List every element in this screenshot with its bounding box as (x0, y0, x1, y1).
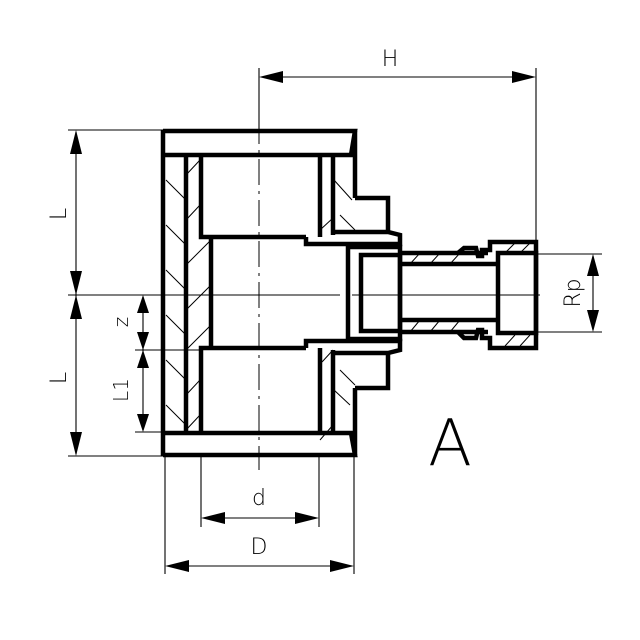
label-L1: L1 (109, 378, 133, 402)
dimension-H: H (258, 47, 537, 242)
label-d: d (252, 486, 266, 511)
label-H: H (382, 47, 399, 72)
label-L-upper: L (47, 208, 72, 220)
branch-adapter (345, 239, 539, 351)
dimension-z-L1: z L1 (109, 295, 200, 433)
label-L-lower: L (47, 372, 72, 384)
center-lines (150, 118, 540, 470)
dimension-Rp: Rp (536, 253, 602, 333)
dimension-D: D (164, 456, 355, 574)
section-hatching (165, 159, 531, 441)
dimension-L: L L (47, 129, 163, 457)
dimension-d: d (200, 456, 320, 527)
tee-body (160, 128, 403, 458)
label-D: D (251, 535, 268, 560)
label-Rp: Rp (561, 278, 586, 307)
view-label-A: A (428, 407, 472, 481)
label-z: z (109, 317, 133, 328)
